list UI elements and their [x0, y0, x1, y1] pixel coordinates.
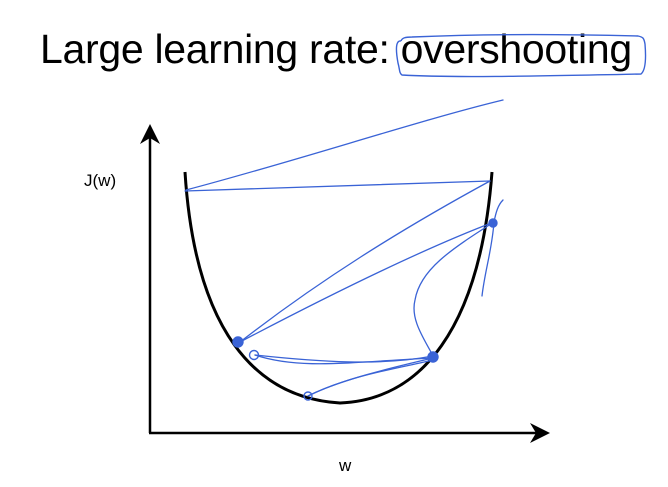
- iteration-point: [427, 351, 439, 363]
- iteration-points: [232, 218, 498, 401]
- gradient-descent-path: [184, 99, 504, 397]
- iteration-point: [232, 336, 244, 348]
- iteration-point: [488, 218, 498, 228]
- slide-title: Large learning rate: overshooting: [40, 26, 632, 72]
- y-axis-label: J(w): [84, 171, 117, 190]
- cost-curve: [183, 171, 494, 405]
- highlight-box: [395, 33, 647, 78]
- iteration-point: [248, 349, 260, 361]
- x-axis-label: w: [339, 456, 352, 475]
- iteration-point: [303, 391, 313, 401]
